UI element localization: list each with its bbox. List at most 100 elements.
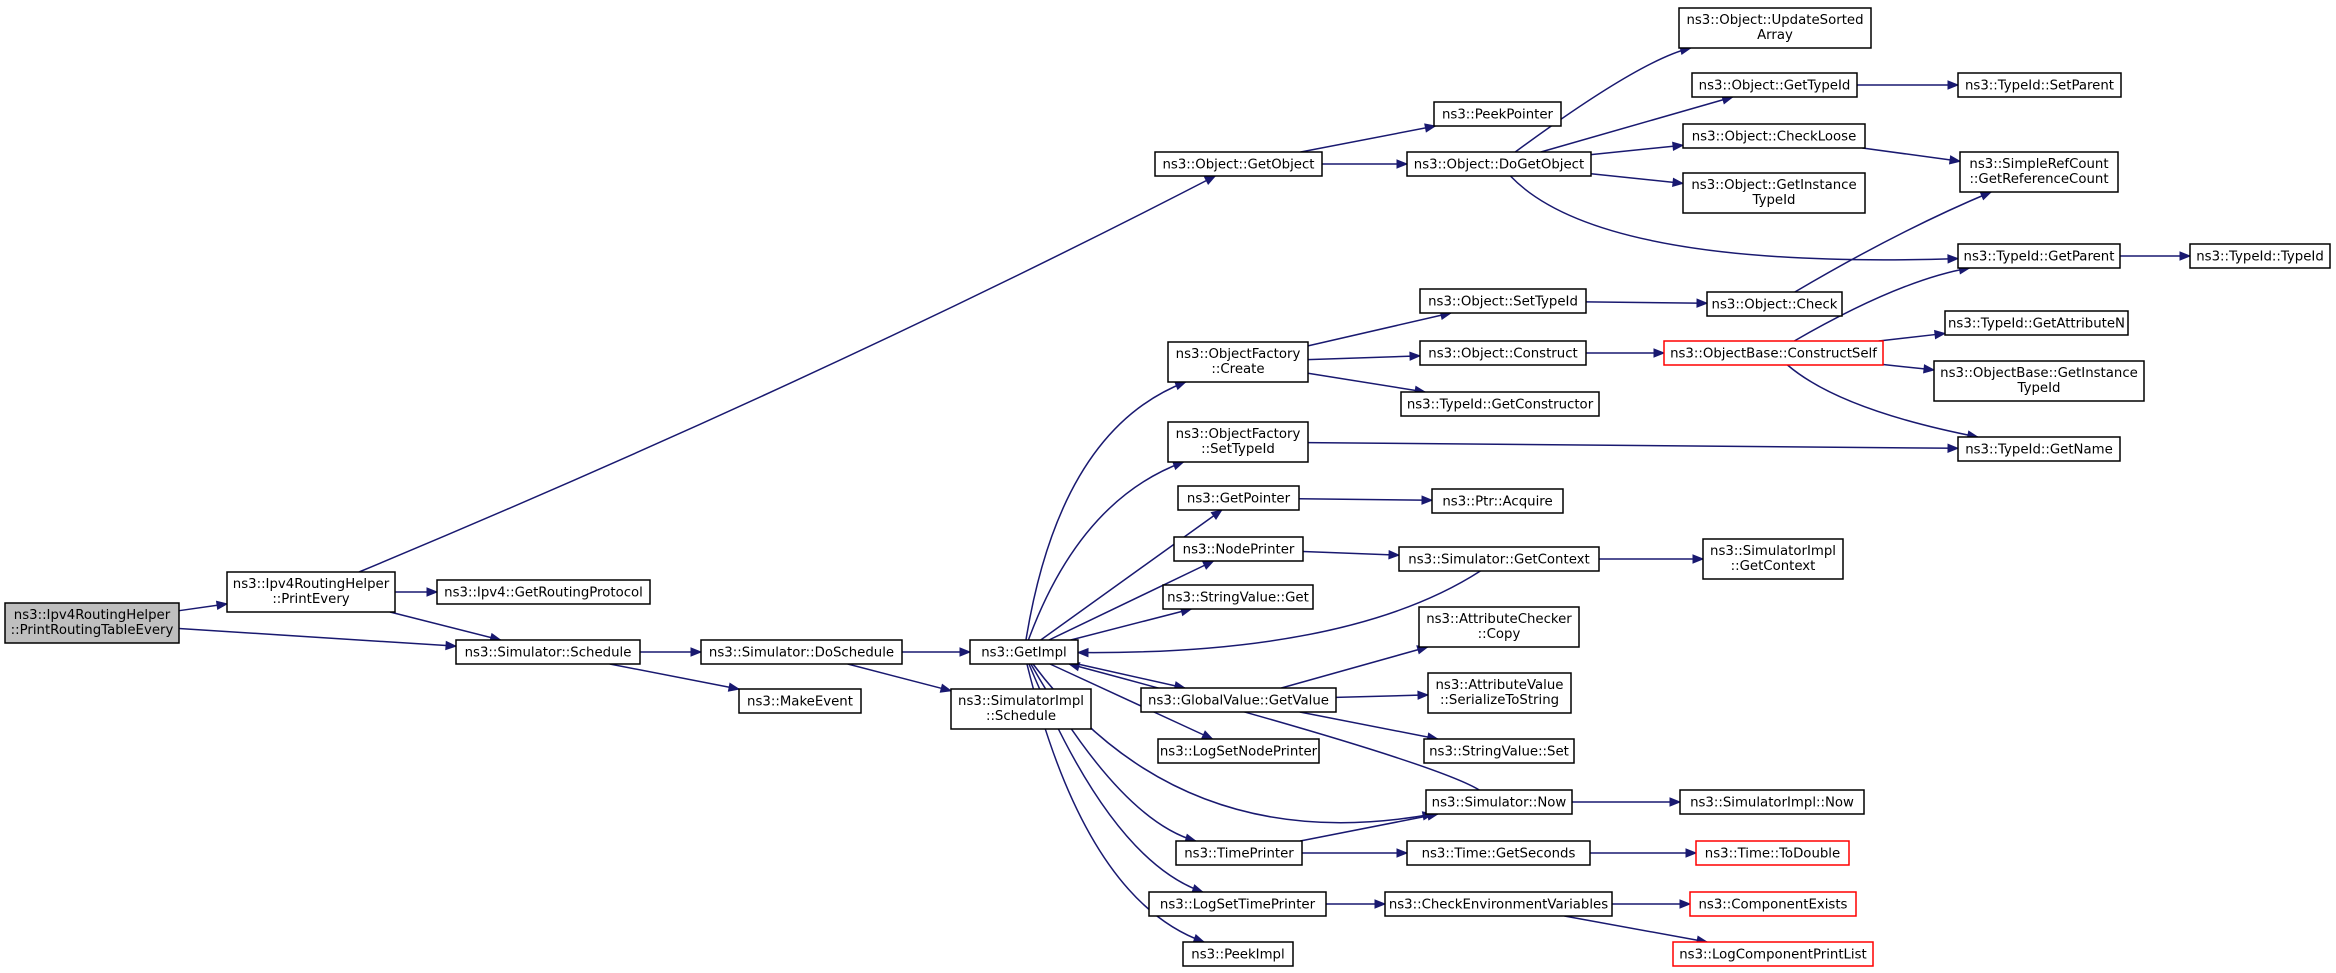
function-node-makeevent[interactable]: ns3::MakeEvent: [738, 688, 862, 714]
function-nodes: ns3::Ipv4RoutingHelper::PrintRoutingTabl…: [4, 7, 2331, 967]
arrowhead-getimpl-to-logsetnodeprinter: [1200, 730, 1214, 740]
call-edge-dogetobject-to-objgettypeid: [1540, 96, 1733, 153]
function-node-logsetnodeprinter[interactable]: ns3::LogSetNodePrinter: [1157, 738, 1320, 764]
node-box: [1175, 840, 1303, 866]
function-node-doschedule[interactable]: ns3::Simulator::DoSchedule: [700, 639, 903, 665]
function-node-getattributen[interactable]: ns3::TypeId::GetAttributeN: [1944, 310, 2129, 336]
node-box: [1672, 941, 1874, 967]
function-node-logsettimeprinter[interactable]: ns3::LogSetTimePrinter: [1148, 891, 1327, 917]
node-label: ns3::AttributeValue: [1435, 678, 1563, 693]
call-edge-getimpl-to-ofsettypeid: [1027, 461, 1184, 641]
node-label: ns3::SimpleRefCount: [1969, 157, 2108, 172]
function-node-objconstruct[interactable]: ns3::Object::Construct: [1419, 340, 1587, 366]
function-node-componentexists[interactable]: ns3::ComponentExists: [1689, 891, 1857, 917]
function-node-ofsettypeid[interactable]: ns3::ObjectFactory::SetTypeId: [1167, 421, 1309, 463]
call-edge-nodeprinter-to-simgetcontext: [1302, 550, 1400, 556]
node-label: TypeId: [2017, 381, 2061, 396]
function-node-objgettypeid[interactable]: ns3::Object::GetTypeId: [1691, 72, 1858, 98]
function-node-objsettypeid[interactable]: ns3::Object::SetTypeId: [1419, 288, 1587, 314]
function-node-simgetcontext[interactable]: ns3::Simulator::GetContext: [1398, 546, 1600, 572]
function-node-root[interactable]: ns3::Ipv4RoutingHelper::PrintRoutingTabl…: [4, 602, 180, 644]
node-label: ns3::Object::GetObject: [1162, 158, 1314, 173]
node-label: ns3::SimulatorImpl: [958, 694, 1084, 709]
function-node-simimplschedule[interactable]: ns3::SimulatorImpl::Schedule: [950, 688, 1092, 730]
arrowhead-simgetcontext-to-simimplgetcontext: [1692, 554, 1705, 564]
function-node-getrefcount[interactable]: ns3::SimpleRefCount::GetReferenceCount: [1959, 151, 2119, 193]
function-node-constructself[interactable]: ns3::ObjectBase::ConstructSelf: [1663, 340, 1884, 366]
arrowhead-root-to-schedule: [445, 640, 458, 651]
node-box: [1167, 421, 1309, 463]
node-box: [2189, 243, 2331, 269]
function-node-globalgetvalue[interactable]: ns3::GlobalValue::GetValue: [1140, 687, 1337, 713]
call-edge-dogetobject-to-checkloose: [1590, 144, 1684, 156]
function-node-printevery[interactable]: ns3::Ipv4RoutingHelper::PrintEvery: [226, 571, 396, 613]
node-box: [1706, 291, 1843, 317]
function-node-stringvalueget[interactable]: ns3::StringValue::Get: [1162, 584, 1314, 610]
function-node-timeprinter[interactable]: ns3::TimePrinter: [1175, 840, 1303, 866]
arrowhead-getparent-to-typeidtypeid: [2179, 251, 2192, 261]
function-node-timegetseconds[interactable]: ns3::Time::GetSeconds: [1406, 840, 1591, 866]
function-node-typeidtypeid[interactable]: ns3::TypeId::TypeId: [2189, 243, 2331, 269]
node-label: ns3::Simulator::Now: [1432, 796, 1567, 811]
function-node-getname[interactable]: ns3::TypeId::GetName: [1957, 436, 2121, 462]
call-edge-getimpl-to-ofcreate: [1025, 381, 1186, 641]
function-node-getparent[interactable]: ns3::TypeId::GetParent: [1957, 243, 2121, 269]
call-edge-root-to-schedule: [178, 627, 457, 647]
function-node-simimplgetcontext[interactable]: ns3::SimulatorImpl::GetContext: [1702, 538, 1844, 580]
function-node-getimpl[interactable]: ns3::GetImpl: [969, 639, 1079, 665]
function-node-logcomponentprintlist[interactable]: ns3::LogComponentPrintList: [1672, 941, 1874, 967]
arrowhead-schedule-to-makeevent: [727, 682, 741, 692]
function-node-ptracquire[interactable]: ns3::Ptr::Acquire: [1431, 488, 1564, 514]
function-node-getpointer[interactable]: ns3::GetPointer: [1177, 485, 1300, 511]
call-edge-constructself-to-getparent: [1793, 267, 1970, 342]
function-node-getconstructor[interactable]: ns3::TypeId::GetConstructor: [1400, 391, 1600, 417]
function-node-getrouting[interactable]: ns3::Ipv4::GetRoutingProtocol: [436, 579, 651, 605]
node-label: ns3::StringValue::Set: [1429, 745, 1569, 760]
function-node-objcheck[interactable]: ns3::Object::Check: [1706, 291, 1843, 317]
function-node-serializetostring[interactable]: ns3::AttributeValue::SerializeToString: [1427, 672, 1572, 714]
node-box: [1419, 288, 1587, 314]
node-box: [1682, 172, 1866, 214]
call-edge-getimpl-to-stringvalueget: [1070, 608, 1192, 641]
node-box: [1140, 687, 1337, 713]
call-edge-ofcreate-to-getconstructor: [1307, 372, 1426, 393]
function-node-schedule[interactable]: ns3::Simulator::Schedule: [455, 639, 641, 665]
node-box: [1689, 891, 1857, 917]
function-node-ofcreate[interactable]: ns3::ObjectFactory::Create: [1167, 341, 1309, 383]
function-node-nodeprinter[interactable]: ns3::NodePrinter: [1173, 536, 1304, 562]
arrowhead-ofcreate-to-objconstruct: [1409, 351, 1422, 361]
function-node-peekimpl[interactable]: ns3::PeekImpl: [1182, 941, 1294, 967]
function-node-setparent[interactable]: ns3::TypeId::SetParent: [1957, 72, 2122, 98]
arrowhead-getobject-to-peekpointer: [1424, 123, 1437, 133]
node-label: ns3::Ipv4RoutingHelper: [14, 608, 171, 623]
node-label: ns3::TypeId::TypeId: [2196, 250, 2324, 265]
function-node-simnow[interactable]: ns3::Simulator::Now: [1425, 789, 1573, 815]
function-node-peekpointer[interactable]: ns3::PeekPointer: [1433, 101, 1562, 127]
function-node-attrcheckercopy[interactable]: ns3::AttributeChecker::Copy: [1418, 606, 1580, 648]
call-edge-simgetcontext-to-getimpl: [1077, 570, 1481, 654]
function-node-stringvalueset[interactable]: ns3::StringValue::Set: [1423, 738, 1575, 764]
node-label: ns3::PeekPointer: [1442, 108, 1554, 123]
node-box: [455, 639, 641, 665]
function-node-simimplnow[interactable]: ns3::SimulatorImpl::Now: [1679, 789, 1865, 815]
node-box: [1423, 738, 1575, 764]
function-node-getobject[interactable]: ns3::Object::GetObject: [1154, 151, 1323, 177]
function-node-checkenv[interactable]: ns3::CheckEnvironmentVariables: [1384, 891, 1613, 917]
node-label: ns3::Time::ToDouble: [1705, 847, 1840, 862]
node-box: [1431, 488, 1564, 514]
node-box: [1663, 340, 1884, 366]
node-label: ::Copy: [1478, 627, 1521, 642]
function-node-dogetobject[interactable]: ns3::Object::DoGetObject: [1406, 151, 1592, 177]
function-node-timetodouble[interactable]: ns3::Time::ToDouble: [1695, 840, 1850, 866]
function-node-checkloose[interactable]: ns3::Object::CheckLoose: [1682, 123, 1866, 149]
node-box: [1157, 738, 1320, 764]
node-label: ns3::Ipv4::GetRoutingProtocol: [444, 586, 643, 601]
node-label: ns3::Object::GetInstance: [1691, 178, 1856, 193]
arrowhead-checkenv-to-componentexists: [1679, 899, 1692, 909]
node-label: ::SetTypeId: [1201, 442, 1275, 457]
call-edge-constructself-to-getattributen: [1878, 332, 1946, 342]
